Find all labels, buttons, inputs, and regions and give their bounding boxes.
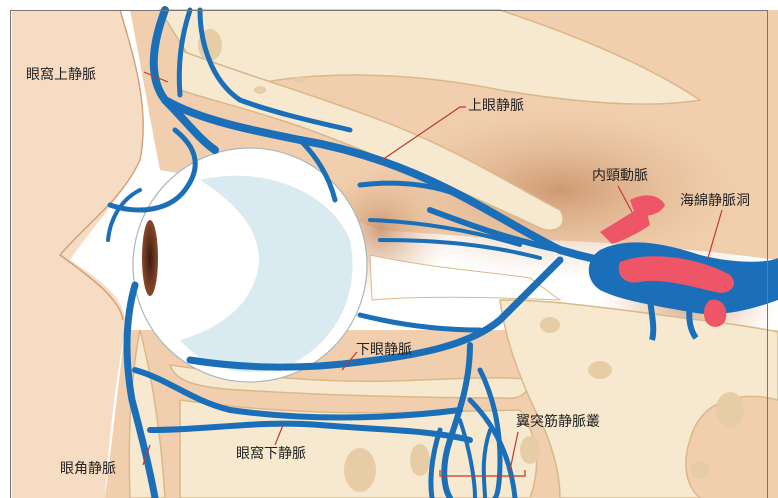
label-superior-ophthalmic-vein: 上眼静脈 bbox=[468, 98, 524, 114]
label-infraorbital-vein: 眼窩下静脈 bbox=[236, 446, 306, 462]
label-cavernous-sinus: 海綿静脈洞 bbox=[680, 193, 750, 209]
iris bbox=[142, 220, 158, 296]
label-pterygoid-plexus: 翼突筋静脈叢 bbox=[516, 414, 600, 430]
label-internal-carotid-artery: 内頸動脈 bbox=[592, 168, 648, 184]
label-angular-vein: 眼角静脈 bbox=[60, 461, 116, 477]
label-supraorbital-vein: 眼窩上静脈 bbox=[26, 67, 96, 83]
label-inferior-ophthalmic-vein: 下眼静脈 bbox=[356, 342, 412, 358]
